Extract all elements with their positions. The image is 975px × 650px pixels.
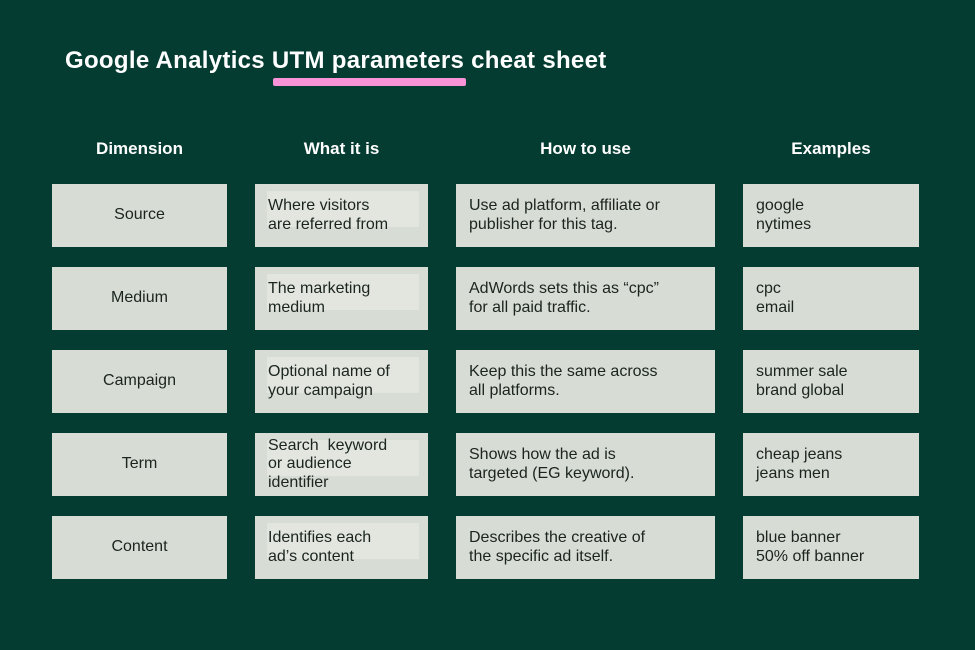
- cell-how-campaign: Keep this the same across all platforms.: [456, 350, 715, 413]
- cell-dimension-content: Content: [52, 516, 227, 579]
- cell-dimension-term: Term: [52, 433, 227, 496]
- cell-examples-term: cheap jeans jeans men: [743, 433, 919, 496]
- cell-dimension-medium: Medium: [52, 267, 227, 330]
- cell-text: Optional name of your campaign: [268, 363, 390, 399]
- column-header-examples: Examples: [791, 139, 871, 158]
- text-highlight: [267, 440, 419, 476]
- cell-text: Identifies each ad’s content: [268, 529, 372, 565]
- cell-text: Describes the creative of the specific a…: [469, 529, 646, 565]
- title-underlined-text: UTM parameters: [271, 47, 465, 74]
- cell-what-medium: The marketing medium: [255, 267, 428, 330]
- cell-how-content: Describes the creative of the specific a…: [456, 516, 715, 579]
- cell-text: cheap jeans jeans men: [756, 446, 843, 482]
- cell-examples-content: blue banner 50% off banner: [743, 516, 919, 579]
- title-suffix: cheat sheet: [464, 47, 607, 74]
- cell-how-source: Use ad platform, affiliate or publisher …: [456, 184, 715, 247]
- title-prefix: Google Analytics: [65, 47, 272, 74]
- column-header-what-it-is: What it is: [303, 139, 380, 158]
- column-header-how-to-use: How to use: [540, 139, 631, 158]
- cell-what-campaign: Optional name of your campaign: [255, 350, 428, 413]
- cell-what-source: Where visitors are referred from: [255, 184, 428, 247]
- cell-text: Where visitors are referred from: [268, 197, 389, 233]
- cell-what-content: Identifies each ad’s content: [255, 516, 428, 579]
- cell-examples-source: google nytimes: [743, 184, 919, 247]
- cell-text: The marketing medium: [268, 280, 371, 316]
- cell-text: AdWords sets this as “cpc” for all paid …: [469, 280, 659, 316]
- page-title: Google Analytics UTM parameters cheat sh…: [65, 47, 607, 75]
- cell-text: Medium: [111, 289, 168, 307]
- cell-text: Content: [111, 538, 168, 556]
- cell-text: Term: [121, 455, 158, 473]
- cell-text: google nytimes: [756, 197, 812, 233]
- cheat-sheet-table: Dimension What it is How to use Examples…: [52, 139, 919, 579]
- cell-how-term: Shows how the ad is targeted (EG keyword…: [456, 433, 715, 496]
- text-highlight: [267, 274, 419, 310]
- cell-text: Source: [114, 206, 165, 224]
- cell-text: Keep this the same across all platforms.: [469, 363, 658, 399]
- cell-examples-medium: cpc email: [743, 267, 919, 330]
- cell-text: Use ad platform, affiliate or publisher …: [469, 197, 660, 233]
- cell-dimension-source: Source: [52, 184, 227, 247]
- cell-text: Campaign: [103, 372, 176, 390]
- cell-what-term: Search keyword or audience identifier: [255, 433, 428, 496]
- cell-dimension-campaign: Campaign: [52, 350, 227, 413]
- text-highlight: [267, 191, 419, 227]
- column-header-dimension: Dimension: [96, 139, 183, 158]
- text-highlight: [267, 523, 419, 559]
- cell-how-medium: AdWords sets this as “cpc” for all paid …: [456, 267, 715, 330]
- cell-examples-campaign: summer sale brand global: [743, 350, 919, 413]
- cell-text: Shows how the ad is targeted (EG keyword…: [469, 446, 635, 482]
- cell-text: cpc email: [756, 280, 795, 316]
- cell-text: blue banner 50% off banner: [756, 529, 865, 565]
- cell-text: summer sale brand global: [756, 363, 848, 399]
- text-highlight: [267, 357, 419, 393]
- cell-text: Search keyword or audience identifier: [268, 436, 388, 491]
